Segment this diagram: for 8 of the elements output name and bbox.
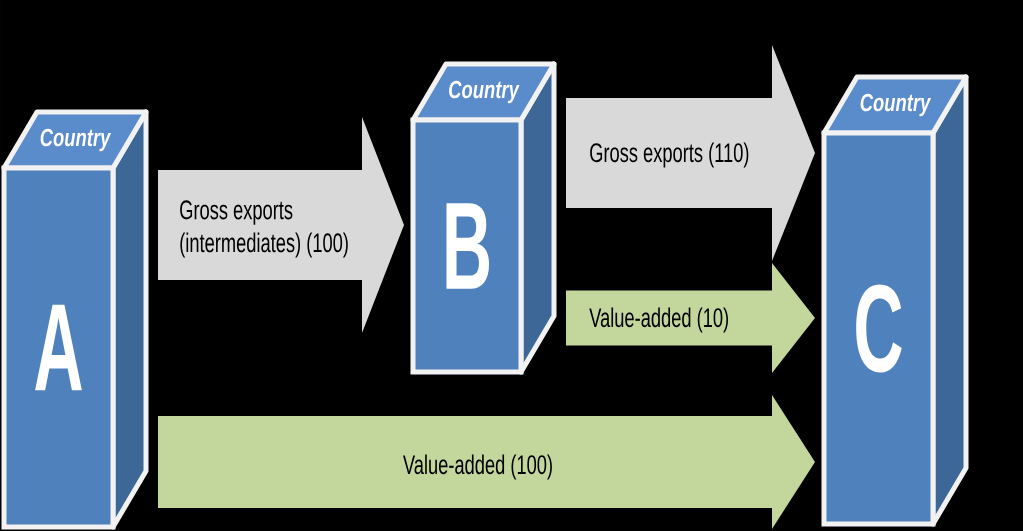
box-heading: Country <box>449 80 520 104</box>
edge-label: Value-added (10) <box>588 306 731 334</box>
edge-label: Gross exports (intermediates) (100) <box>178 199 369 259</box>
edge-label: Value-added (100) <box>401 453 555 481</box>
box-heading: Country <box>40 128 112 152</box>
edge-label: Gross exports (110) <box>588 141 751 169</box>
box-heading: Country <box>860 93 932 117</box>
block-arrow <box>158 395 815 529</box>
